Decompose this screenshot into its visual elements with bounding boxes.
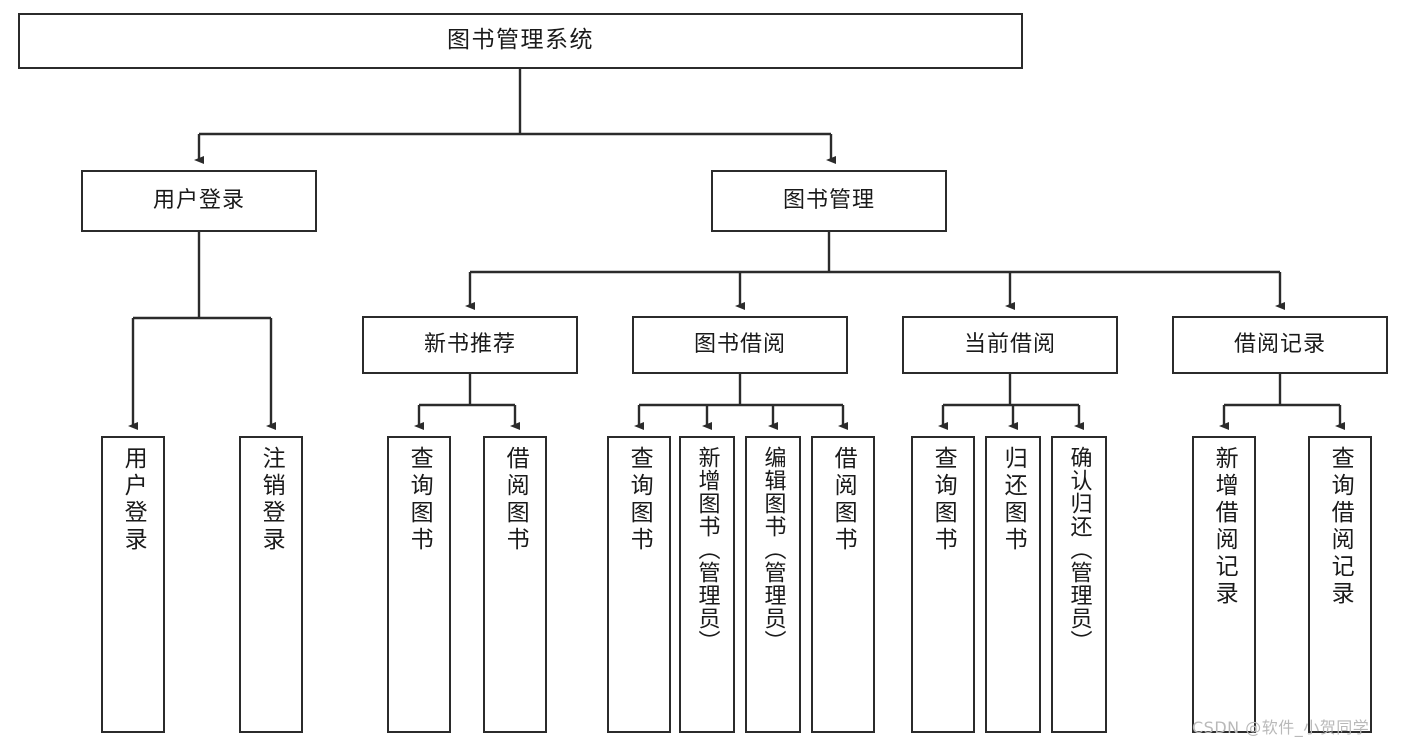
node-leaf-user-login[interactable]: 用户登录 [101, 436, 165, 733]
node-leaf-logout[interactable]: 注销登录 [239, 436, 303, 733]
node-leaf-br-add-record-label: 新增借阅记录 [1211, 446, 1238, 608]
node-leaf-rec-query-book[interactable]: 查询图书 [387, 436, 451, 733]
node-leaf-bb-query-book-label: 查询图书 [626, 446, 653, 554]
node-leaf-cb-return-book-label: 归还图书 [1000, 446, 1027, 554]
node-leaf-cb-confirm-return-label: 确认归还（管理员） [1066, 446, 1092, 653]
node-current-borrow[interactable]: 当前借阅 [902, 316, 1118, 374]
node-leaf-cb-return-book[interactable]: 归还图书 [985, 436, 1041, 733]
node-book-borrow[interactable]: 图书借阅 [632, 316, 848, 374]
node-new-book-rec-label: 新书推荐 [423, 332, 516, 358]
node-borrow-record-label: 借阅记录 [1233, 332, 1326, 358]
node-leaf-cb-query-book-label: 查询图书 [930, 446, 957, 554]
node-leaf-bb-borrow-book-label: 借阅图书 [830, 446, 857, 554]
node-leaf-bb-query-book[interactable]: 查询图书 [607, 436, 671, 733]
node-root-label: 图书管理系统 [447, 27, 594, 54]
node-book-borrow-label: 图书借阅 [693, 332, 786, 358]
node-leaf-cb-confirm-return[interactable]: 确认归还（管理员） [1051, 436, 1107, 733]
node-leaf-br-query-record[interactable]: 查询借阅记录 [1308, 436, 1372, 733]
node-leaf-bb-add-book-label: 新增图书（管理员） [694, 446, 720, 653]
node-current-borrow-label: 当前借阅 [963, 332, 1056, 358]
node-leaf-br-query-record-label: 查询借阅记录 [1327, 446, 1354, 608]
node-leaf-cb-query-book[interactable]: 查询图书 [911, 436, 975, 733]
node-leaf-user-login-label: 用户登录 [120, 446, 147, 554]
node-leaf-bb-borrow-book[interactable]: 借阅图书 [811, 436, 875, 733]
node-leaf-bb-edit-book[interactable]: 编辑图书（管理员） [745, 436, 801, 733]
node-leaf-bb-add-book[interactable]: 新增图书（管理员） [679, 436, 735, 733]
node-root[interactable]: 图书管理系统 [18, 13, 1023, 69]
node-leaf-br-add-record[interactable]: 新增借阅记录 [1192, 436, 1256, 733]
node-leaf-rec-query-book-label: 查询图书 [406, 446, 433, 554]
node-new-book-rec[interactable]: 新书推荐 [362, 316, 578, 374]
node-leaf-rec-borrow-book-label: 借阅图书 [502, 446, 529, 554]
node-user-login-label: 用户登录 [152, 188, 245, 214]
node-leaf-rec-borrow-book[interactable]: 借阅图书 [483, 436, 547, 733]
node-leaf-bb-edit-book-label: 编辑图书（管理员） [760, 446, 786, 653]
node-borrow-record[interactable]: 借阅记录 [1172, 316, 1388, 374]
node-book-manage[interactable]: 图书管理 [711, 170, 947, 232]
node-user-login[interactable]: 用户登录 [81, 170, 317, 232]
node-leaf-logout-label: 注销登录 [258, 446, 285, 554]
node-book-manage-label: 图书管理 [782, 188, 875, 214]
